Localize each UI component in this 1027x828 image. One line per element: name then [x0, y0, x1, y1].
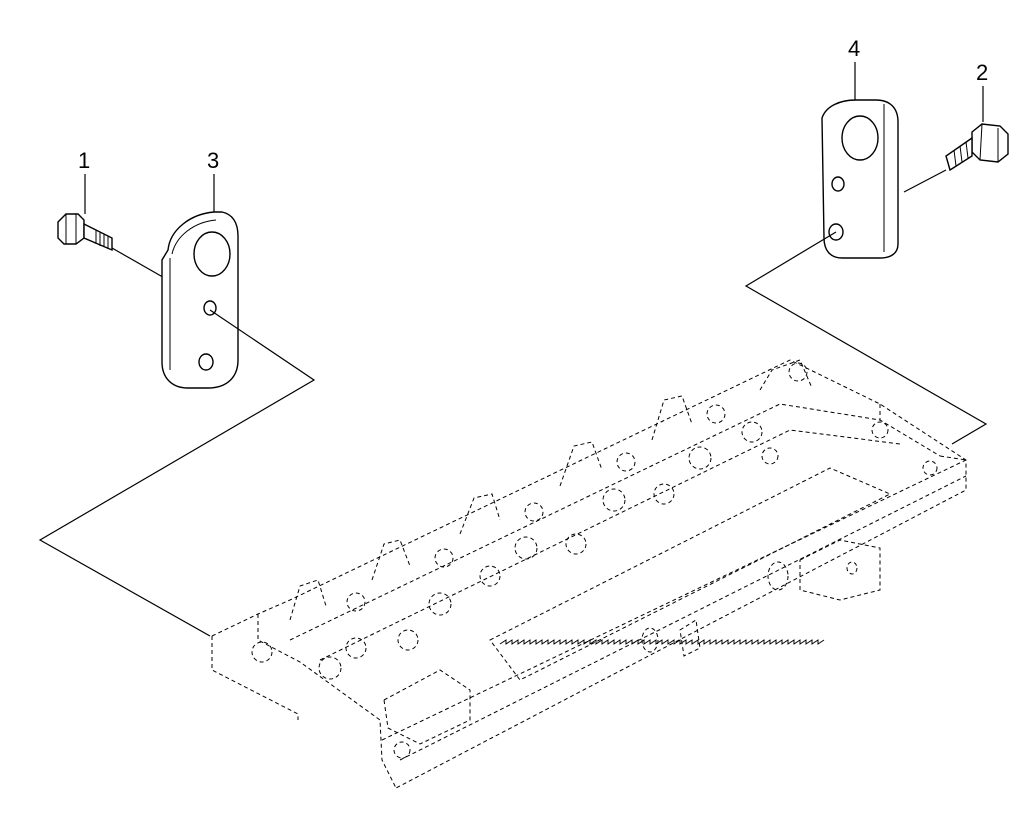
callout-4: 4 [848, 36, 860, 61]
lifting-bracket-3 [161, 211, 239, 389]
callout-2: 2 [976, 60, 988, 85]
leader-bolt1-plate3 [111, 247, 169, 281]
cylinder-head-outline [211, 359, 967, 789]
lifting-bracket-4 [821, 99, 899, 259]
leader-bolt2-plate4 [903, 169, 947, 193]
leader-lines-to-head [38, 231, 988, 637]
callout-leaders [84, 62, 984, 214]
bolt-2 [945, 123, 1009, 172]
callout-1: 1 [78, 148, 90, 173]
bolt-1 [57, 213, 113, 252]
callout-3: 3 [207, 148, 219, 173]
